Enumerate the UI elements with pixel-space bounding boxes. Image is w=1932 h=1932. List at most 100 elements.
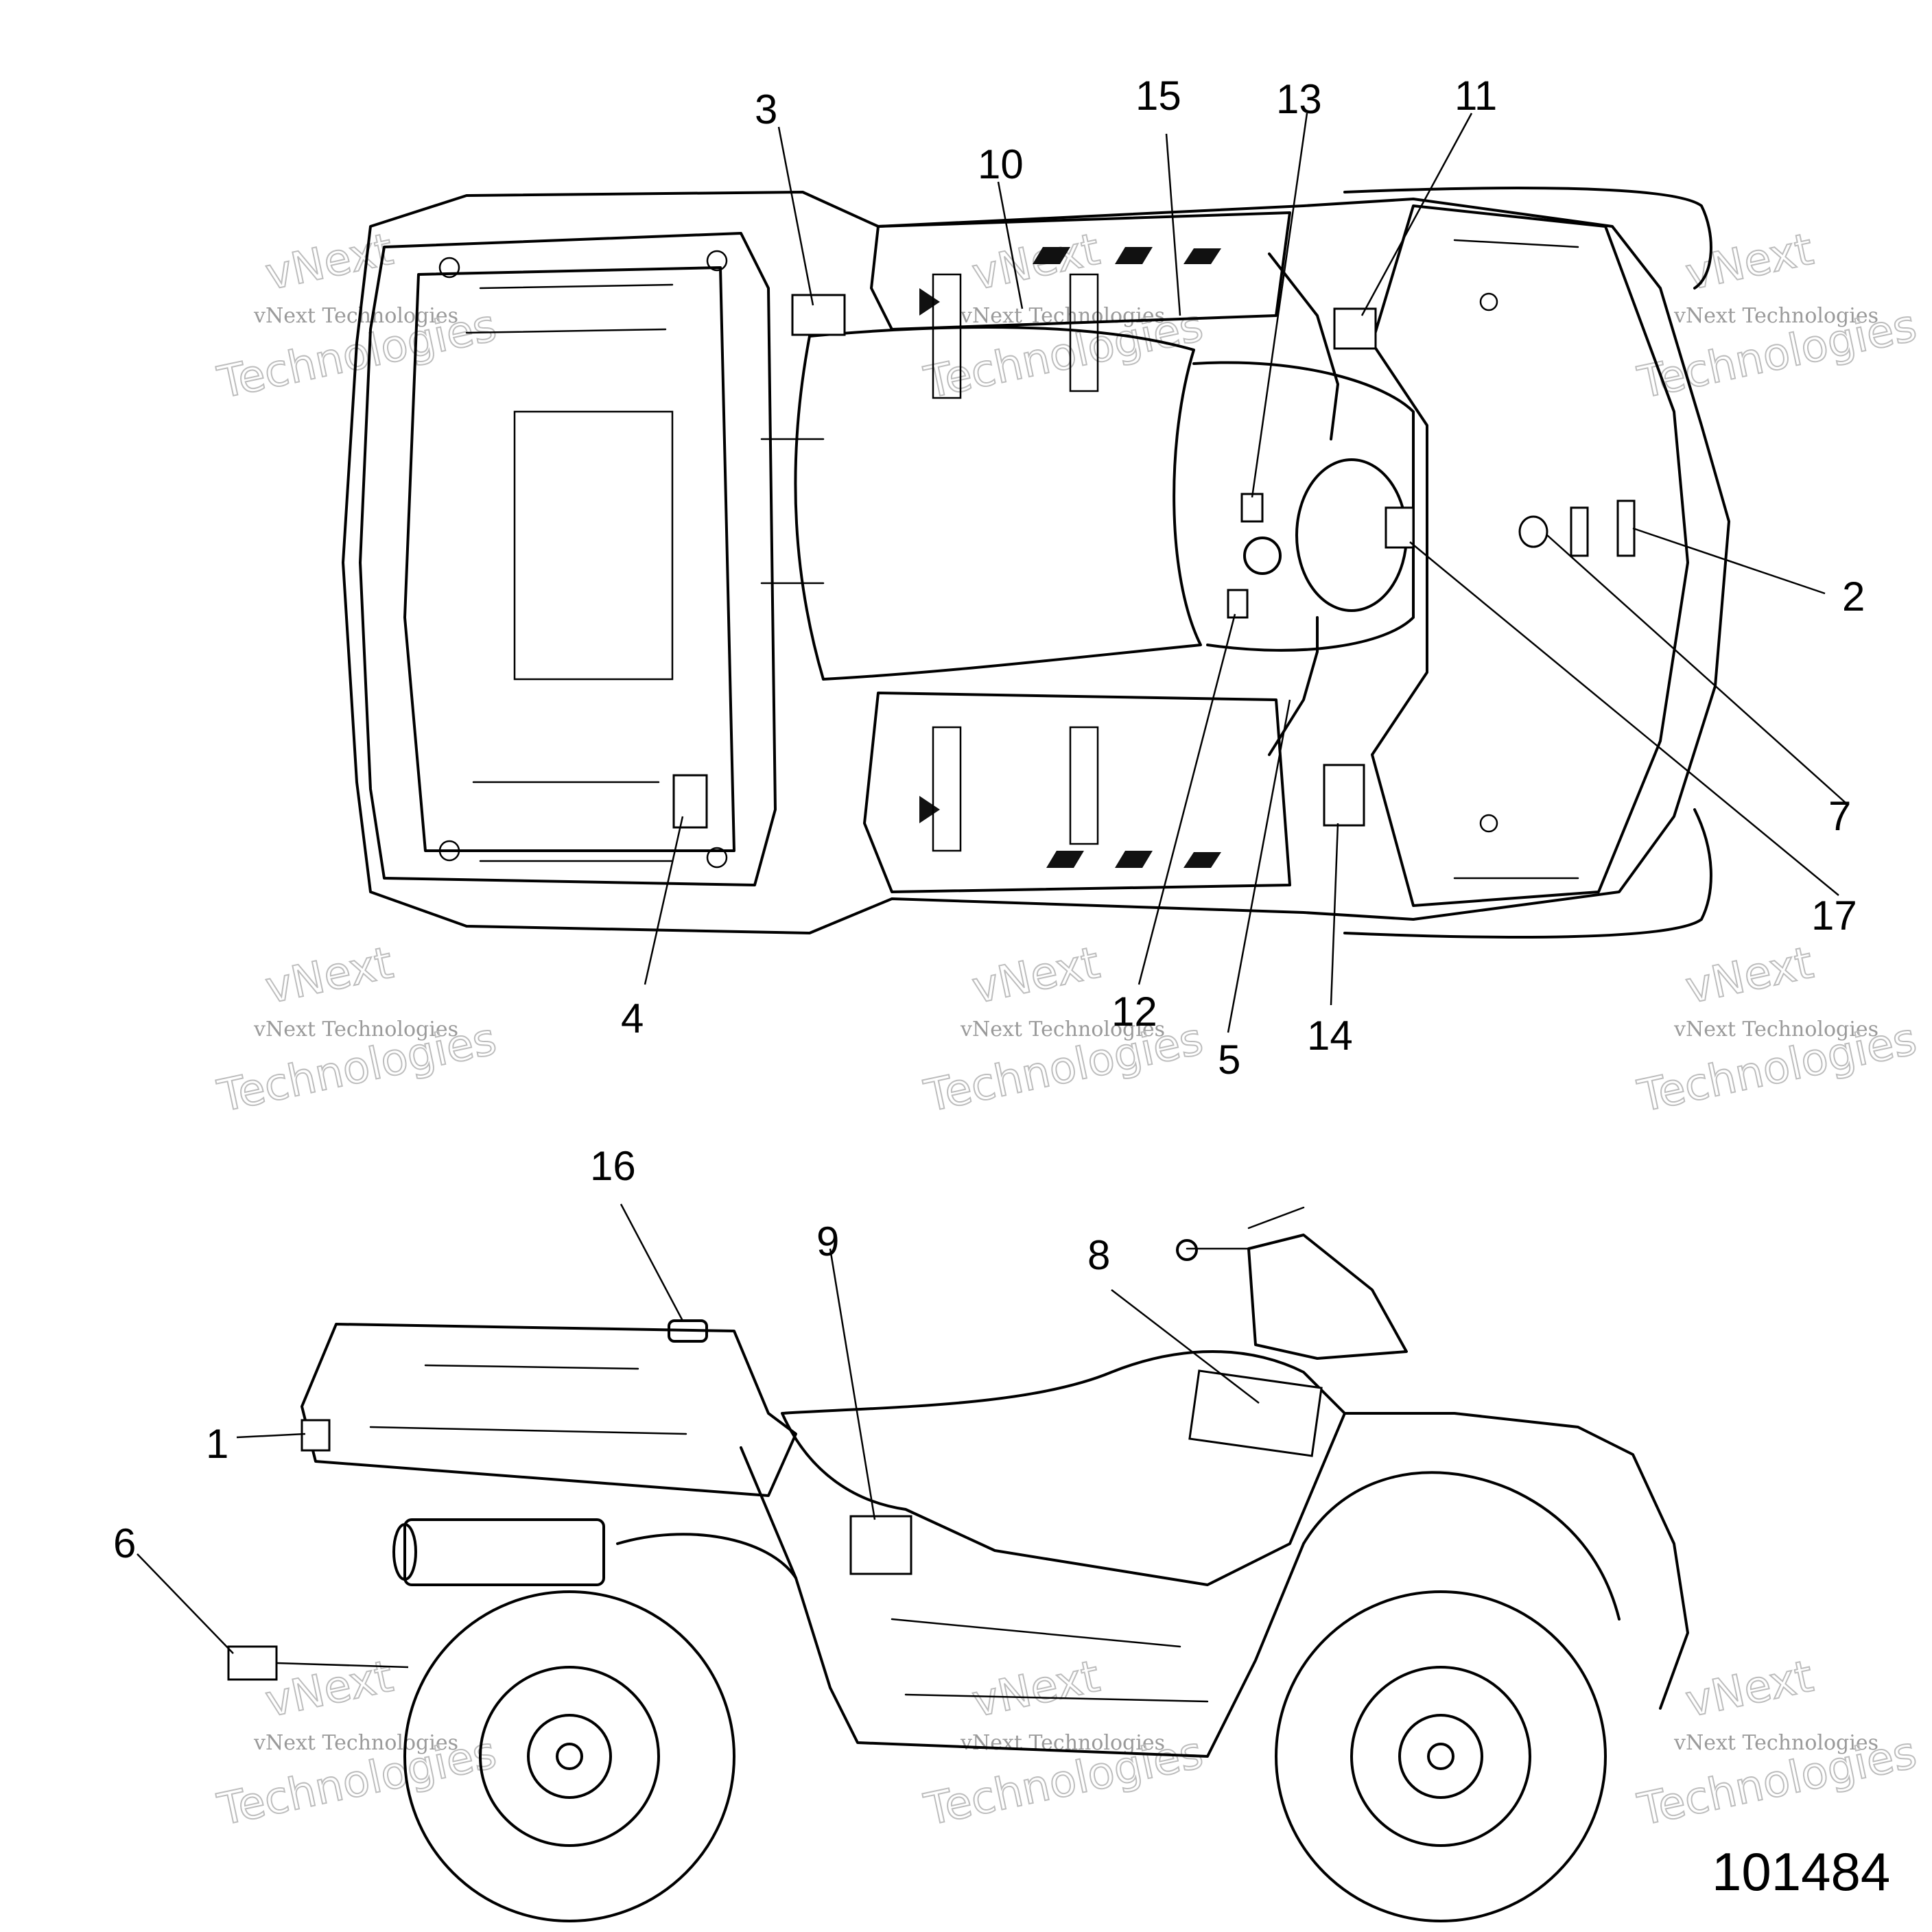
rear-rack-panel <box>513 410 674 681</box>
rack-bolt <box>706 250 728 272</box>
decal-3 <box>791 294 846 336</box>
hand-control <box>1176 1239 1198 1261</box>
callout-11: 11 <box>1454 73 1497 119</box>
callout-8: 8 <box>1087 1232 1110 1278</box>
callout-1: 1 <box>206 1421 228 1467</box>
callout-14: 14 <box>1307 1013 1353 1059</box>
front-console <box>1192 361 1415 652</box>
leader-8 <box>1111 1289 1260 1404</box>
footrest-tread <box>1183 852 1221 868</box>
side-panel-lines <box>891 1618 1209 1703</box>
front-rack <box>1371 204 1689 907</box>
watermark: vNext vNext Technologies Technologies <box>919 937 1208 1123</box>
rear-wheel-hub <box>527 1714 612 1799</box>
decal-12 <box>1227 589 1249 619</box>
watermark-big-top: vNext <box>1682 1651 1817 1728</box>
handlebar <box>1186 1206 1305 1250</box>
rear-wheel-center <box>556 1743 583 1770</box>
watermark-text: vNext Technologies <box>253 1731 458 1755</box>
decal-2b <box>1616 499 1636 557</box>
footrest-strip <box>932 726 962 852</box>
seat-edge-lines <box>760 438 825 585</box>
atv-top-view <box>342 187 1730 939</box>
watermark-text: vNext Technologies <box>1673 1017 1878 1041</box>
rack-bolt <box>706 847 728 869</box>
front-wheel-rim <box>1350 1666 1531 1847</box>
rack-bolt <box>1479 814 1498 833</box>
decal-7 <box>1518 515 1548 548</box>
callout-7: 7 <box>1828 793 1851 839</box>
atv-side-view <box>227 1206 1689 1922</box>
body-outline <box>342 191 1730 934</box>
footwell-arrow <box>919 796 940 823</box>
rear-wheel-rim <box>479 1666 660 1847</box>
callout-16: 16 <box>590 1143 636 1189</box>
exhaust-muffler <box>403 1518 605 1586</box>
decal-14 <box>1323 764 1365 827</box>
leader-11 <box>1360 113 1473 316</box>
watermark: vNext vNext Technologies Technologies <box>1633 224 1922 410</box>
callout-10: 10 <box>978 141 1024 187</box>
headlight-pod <box>1247 1234 1408 1360</box>
decal-2a <box>1570 506 1589 557</box>
handlebar-upper <box>1268 252 1339 440</box>
leader-5 <box>1227 699 1291 1033</box>
front-wheel-hub <box>1398 1714 1483 1799</box>
decal-8 <box>1188 1369 1323 1457</box>
watermark: vNext vNext Technologies Technologies <box>1633 1651 1922 1837</box>
watermark-text: vNext Technologies <box>1673 1731 1878 1755</box>
rear-wheel-arch <box>616 1533 797 1579</box>
figure-number: 101484 <box>1712 1841 1890 1902</box>
rack-post <box>668 1319 708 1343</box>
leader-6b <box>276 1662 409 1669</box>
callout-3: 3 <box>755 86 777 132</box>
decal-4 <box>672 774 708 829</box>
rear-wheel <box>403 1590 735 1922</box>
leader-12 <box>1138 613 1236 985</box>
leader-15 <box>1165 133 1181 316</box>
fuel-cap <box>1243 537 1282 575</box>
side-rack-slats <box>369 1364 687 1435</box>
decal-1 <box>301 1419 331 1452</box>
watermark: vNext vNext Technologies Technologies <box>1633 937 1922 1123</box>
footrest-tread <box>1115 247 1153 264</box>
leader-9 <box>829 1248 876 1520</box>
front-wheel <box>1275 1590 1607 1922</box>
watermark: vNext vNext Technologies Technologies <box>213 937 502 1123</box>
callout-2: 2 <box>1842 574 1865 620</box>
watermark-text: vNext Technologies <box>960 1017 1165 1041</box>
watermark-big-top: vNext <box>1682 938 1817 1014</box>
footrest-tread <box>1115 851 1153 868</box>
footrest-strip <box>932 273 962 399</box>
decal-13 <box>1240 493 1264 523</box>
front-wheel-top <box>1343 187 1712 290</box>
callout-5: 5 <box>1218 1037 1240 1083</box>
rear-rack-inner <box>403 266 735 852</box>
leader-10 <box>997 181 1024 309</box>
front-wheel-arch <box>1302 1471 1621 1621</box>
top-footwell <box>870 211 1291 331</box>
footrest-strip <box>1069 273 1099 392</box>
seat <box>794 325 1202 681</box>
callout-9: 9 <box>816 1218 839 1264</box>
leader-6 <box>137 1553 234 1654</box>
watermark-big-top: vNext <box>968 1651 1104 1728</box>
footrest-tread <box>1183 248 1221 264</box>
footrest-tread <box>1046 851 1084 868</box>
front-fender <box>1343 1412 1689 1710</box>
callout-13: 13 <box>1276 76 1322 122</box>
decal-9 <box>849 1515 912 1575</box>
footwell-arrow <box>919 288 940 316</box>
watermark-text: vNext Technologies <box>253 304 458 328</box>
leader-2 <box>1632 527 1826 595</box>
leader-1 <box>236 1433 306 1439</box>
handlebar-lower <box>1268 616 1319 756</box>
leader-14 <box>1330 823 1339 1006</box>
leader-4 <box>644 816 684 985</box>
leader-17 <box>1409 541 1839 896</box>
watermark-text: vNext Technologies <box>253 1017 458 1041</box>
rack-bolt <box>1479 292 1498 311</box>
leader-7 <box>1546 534 1846 803</box>
exhaust-tip <box>392 1523 417 1581</box>
